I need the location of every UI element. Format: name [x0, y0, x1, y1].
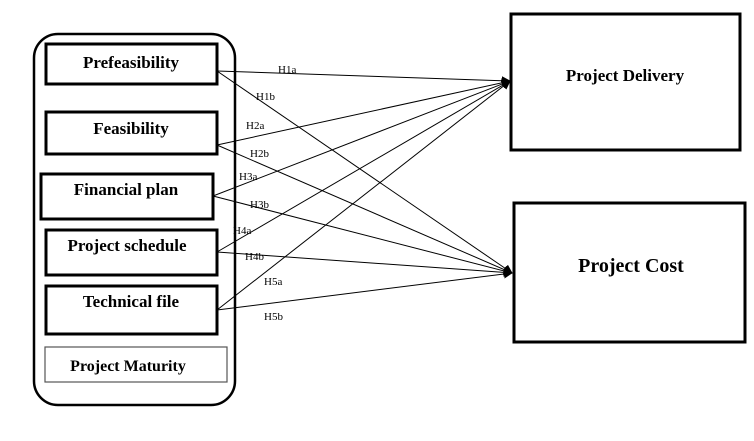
construct-project-schedule-label: Project schedule [67, 236, 187, 255]
edge-label-h2a: H2a [246, 120, 264, 132]
project-maturity-box: Project Maturity [44, 346, 228, 383]
edge-label-h4b: H4b [245, 251, 264, 263]
arrow-h1b [216, 70, 513, 274]
arrow-h2b [216, 144, 513, 274]
arrow-h3b [212, 195, 513, 276]
construct-prefeasibility: Prefeasibility [44, 42, 219, 86]
arrow-h5b [216, 269, 513, 311]
construct-technical-file-label: Technical file [83, 292, 180, 311]
arrow-h2a [216, 78, 511, 146]
arrow-h4a [216, 80, 511, 253]
arrow-h5a [216, 80, 511, 311]
construct-feasibility: Feasibility [44, 110, 219, 156]
construct-feasibility-label: Feasibility [93, 119, 169, 138]
edge-label-h1a: H1a [278, 64, 296, 76]
edge-label-h1b: H1b [256, 91, 275, 103]
construct-financial-plan: Financial plan [39, 172, 215, 221]
arrow-h4b [216, 251, 513, 277]
construct-financial-plan-label: Financial plan [74, 180, 179, 199]
edge-label-h2b: H2b [250, 148, 269, 160]
outcome-project-cost-label: Project Cost [578, 255, 684, 277]
construct-prefeasibility-label: Prefeasibility [83, 53, 179, 72]
construct-project-schedule: Project schedule [44, 228, 219, 277]
arrow-h1a [216, 70, 511, 86]
edge-label-h5a: H5a [264, 276, 282, 288]
arrow-h3a [212, 79, 511, 197]
outcome-project-cost: Project Cost [512, 201, 747, 344]
edge-label-h4a: H4a [233, 225, 251, 237]
edge-label-h3b: H3b [250, 199, 269, 211]
construct-technical-file: Technical file [44, 284, 219, 336]
project-maturity-label: Project Maturity [70, 358, 186, 375]
outcome-project-delivery-label: Project Delivery [566, 66, 685, 85]
edge-label-h3a: H3a [239, 171, 257, 183]
outcome-project-delivery: Project Delivery [509, 12, 742, 152]
edge-label-h5b: H5b [264, 311, 283, 323]
project-maturity-container [32, 32, 237, 407]
